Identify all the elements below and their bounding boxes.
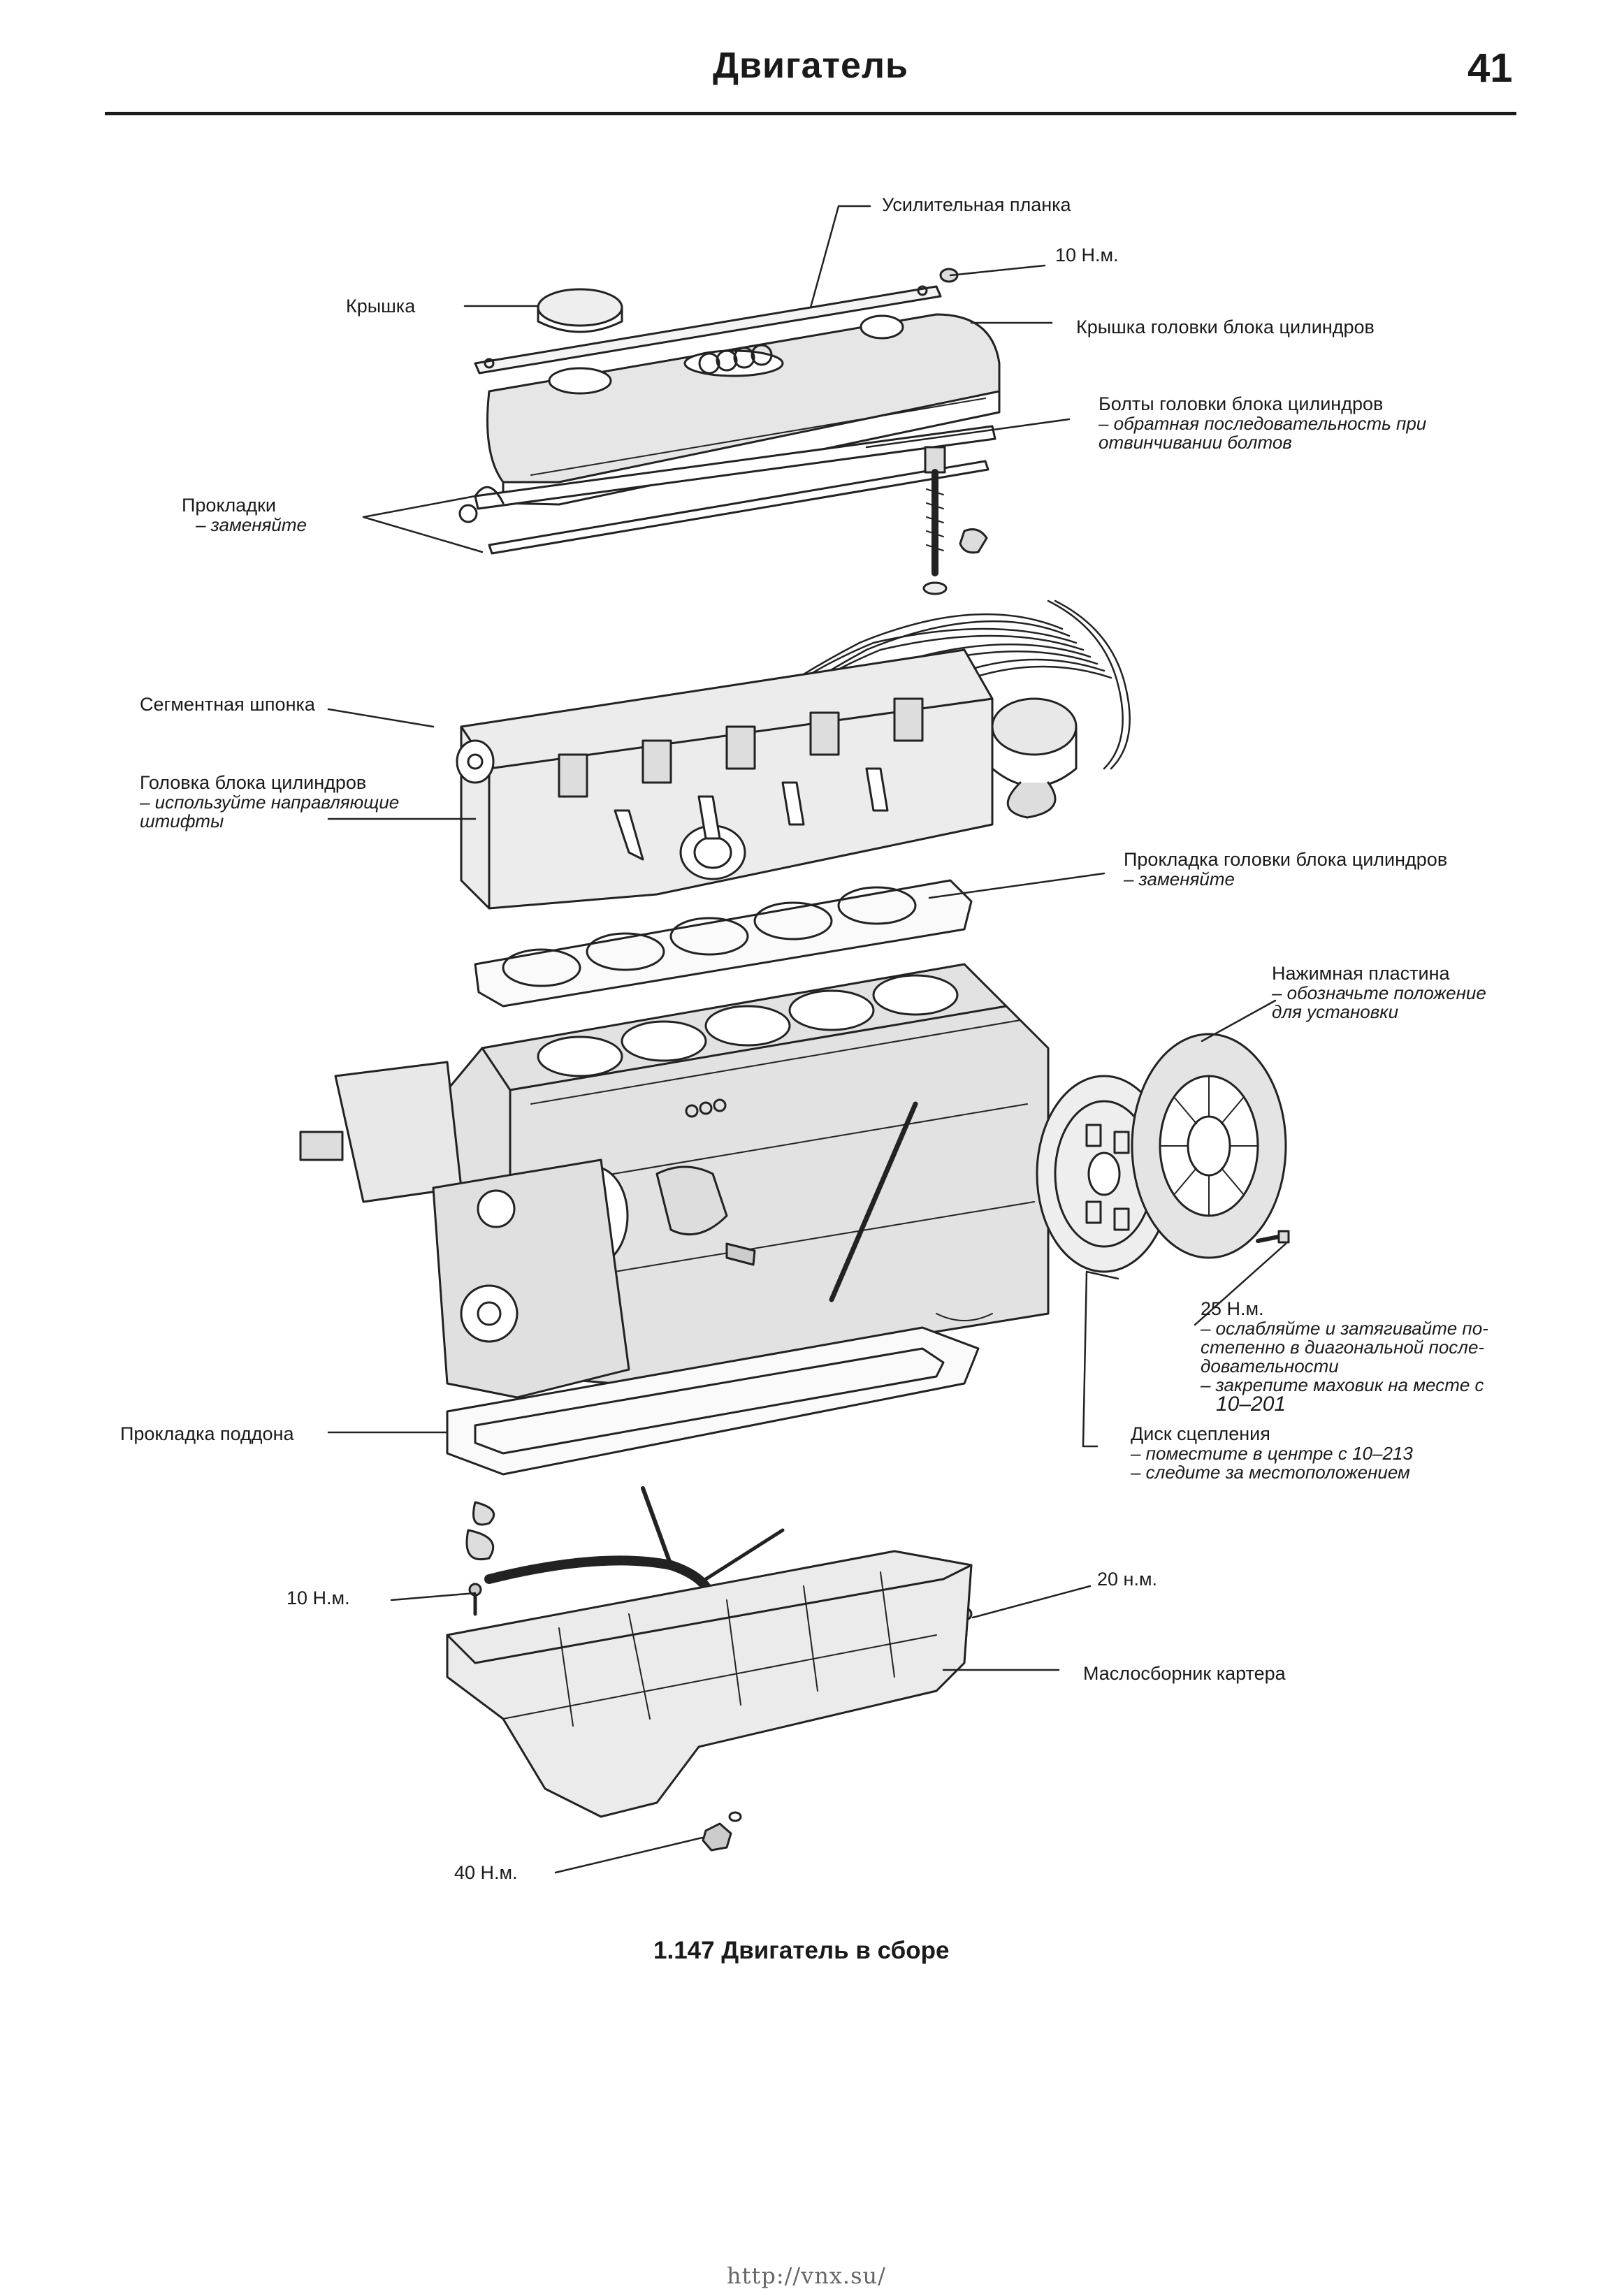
label-torque-25-note-3: довательности	[1201, 1356, 1339, 1376]
label-head-bolts: Болты головки блока цилиндров – обратная…	[1099, 393, 1426, 452]
label-cylinder-head-note-2: штифты	[140, 811, 224, 831]
label-head-gasket-title: Прокладка головки блока цилиндров	[1124, 849, 1448, 870]
label-head-gasket: Прокладка головки блока цилиндров – заме…	[1124, 849, 1447, 889]
cover-gaskets	[458, 425, 996, 555]
label-cap: Крышка	[346, 296, 416, 317]
head-gasket	[474, 879, 973, 1008]
sump-gasket	[446, 1326, 980, 1476]
label-gaskets: Прокладки – заменяйте	[182, 495, 307, 535]
label-clutch-disc-note-1: – поместите в центре с 10–213	[1131, 1443, 1413, 1464]
label-sump-gasket: Прокладка поддона	[120, 1423, 294, 1444]
label-torque-40: 40 Н.м.	[454, 1862, 518, 1883]
label-head-gasket-note: – заменяйте	[1124, 869, 1235, 889]
label-cylinder-head-title: Головка блока цилиндров	[140, 772, 367, 793]
leader-lines	[327, 205, 1287, 1874]
label-gaskets-note: – заменяйте	[196, 514, 307, 535]
label-reinforcing-strip: Усилительная планка	[882, 194, 1071, 215]
distributor	[991, 697, 1078, 819]
label-pressure-plate: Нажимная пластина – обозначьте положение…	[1272, 963, 1486, 1022]
reinforcing-strip	[474, 285, 942, 375]
label-cylinder-head: Головка блока цилиндров – используйте на…	[140, 772, 399, 831]
label-torque-10-top: 10 Н.м.	[1055, 245, 1119, 266]
label-head-bolts-note-2: отвинчивании болтов	[1099, 432, 1292, 453]
label-clutch-disc: Диск сцепления – поместите в центре с 10…	[1131, 1423, 1413, 1482]
label-torque-10-bottom: 10 Н.м.	[287, 1587, 350, 1608]
page-number: 41	[1467, 45, 1513, 91]
label-cylinder-head-note-1: – используйте направляющие	[140, 792, 400, 813]
label-torque-25-note-1: – ослабляйте и затягивайте по-	[1201, 1318, 1488, 1339]
cylinder-head	[456, 648, 994, 910]
label-head-bolts-note-1: – обратная последовательность при	[1099, 413, 1427, 434]
label-woodruff-key: Сегментная шпонка	[140, 694, 315, 715]
label-pressure-plate-note-1: – обозначьте положение	[1272, 982, 1486, 1003]
label-gaskets-title: Прокладки	[182, 495, 276, 516]
head-bolt	[922, 446, 988, 595]
front-housing	[299, 1061, 630, 1399]
label-clutch-disc-note-2: – следите за местоположением	[1131, 1462, 1410, 1483]
label-torque-25-note-5: 10–201	[1216, 1393, 1286, 1416]
pressure-plate-bolt	[1256, 1230, 1290, 1244]
sump-bolt-left	[468, 1583, 482, 1616]
header-rule	[105, 112, 1516, 115]
page-section-title: Двигатель	[713, 45, 908, 86]
oil-sump	[446, 1550, 973, 1818]
label-oil-sump: Маслосборник картера	[1083, 1663, 1286, 1684]
label-head-cover: Крышка головки блока цилиндров	[1076, 317, 1375, 337]
label-torque-20: 20 н.м.	[1097, 1569, 1158, 1590]
figure-caption: 1.147 Двигатель в сборе	[653, 1937, 950, 1964]
footer-url: http://vnx.su/	[727, 2262, 886, 2289]
label-torque-25: 25 Н.м. – ослабляйте и затягивайте по- с…	[1201, 1298, 1488, 1416]
label-torque-25-note-2: степенно в диагональной после-	[1201, 1337, 1485, 1358]
label-torque-25-note-4: – закрепите маховик на месте с	[1201, 1374, 1484, 1395]
oil-filler-cap	[537, 288, 623, 333]
label-pressure-plate-note-2: для установки	[1272, 1001, 1399, 1022]
label-head-bolts-title: Болты головки блока цилиндров	[1099, 393, 1384, 414]
pressure-plate	[1131, 1033, 1287, 1259]
label-torque-25-title: 25 Н.м.	[1201, 1298, 1264, 1319]
label-pressure-plate-title: Нажимная пластина	[1272, 963, 1450, 984]
drain-plug	[702, 1811, 742, 1852]
label-clutch-disc-title: Диск сцепления	[1131, 1423, 1270, 1444]
